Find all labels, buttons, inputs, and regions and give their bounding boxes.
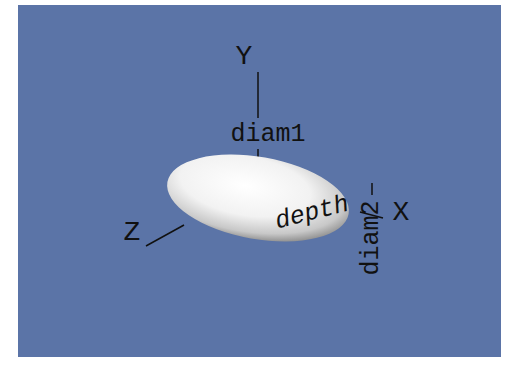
z-axis bbox=[146, 225, 184, 246]
dimension-line bbox=[371, 183, 373, 195]
background-panel bbox=[18, 5, 501, 357]
dimension-label: diam1 bbox=[230, 122, 305, 147]
ellipsoid bbox=[160, 142, 355, 255]
axis-label: X bbox=[393, 199, 410, 227]
y-axis bbox=[257, 72, 259, 118]
axis-label: Z bbox=[124, 219, 141, 247]
dimension-label: diam2 bbox=[359, 200, 384, 275]
axis-label: Y bbox=[236, 43, 253, 71]
